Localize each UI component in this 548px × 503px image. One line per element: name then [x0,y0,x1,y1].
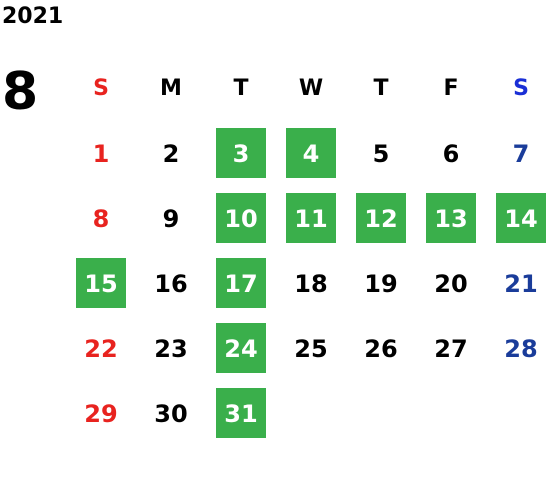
day-cell[interactable]: 13 [416,186,486,251]
weekday-label: T [373,76,389,101]
weekday-header: F [416,56,486,121]
day-number: 6 [442,139,460,168]
day-cell[interactable]: 9 [136,186,206,251]
day-number: 13 [434,204,468,233]
day-cell[interactable]: 3 [206,121,276,186]
weekday-header: W [276,56,346,121]
weekday-label: M [160,76,182,101]
weekday-label: T [233,76,249,101]
day-number: 27 [434,334,468,363]
day-number: 21 [504,269,538,298]
empty-day-cell [276,381,346,446]
day-cell[interactable]: 8 [66,186,136,251]
day-number: 30 [154,399,188,428]
day-number: 18 [294,269,328,298]
weekday-header: T [346,56,416,121]
day-number: 28 [504,334,538,363]
day-number: 17 [224,269,258,298]
day-cell[interactable]: 23 [136,316,206,381]
day-number: 9 [162,204,180,233]
day-cell[interactable]: 31 [206,381,276,446]
day-cell[interactable]: 1 [66,121,136,186]
day-cell[interactable]: 15 [66,251,136,316]
day-number: 11 [294,204,328,233]
day-number: 29 [84,399,118,428]
day-number: 24 [224,334,258,363]
day-number: 19 [364,269,398,298]
year-label: 2021 [2,4,64,29]
day-number: 14 [504,204,538,233]
empty-day-cell [416,381,486,446]
day-cell[interactable]: 11 [276,186,346,251]
day-cell[interactable]: 26 [346,316,416,381]
day-cell[interactable]: 12 [346,186,416,251]
day-cell[interactable]: 16 [136,251,206,316]
day-number: 20 [434,269,468,298]
day-number: 2 [162,139,180,168]
day-number: 1 [92,139,110,168]
day-cell[interactable]: 27 [416,316,486,381]
day-cell[interactable]: 14 [486,186,548,251]
weekday-label: F [443,76,459,101]
day-cell[interactable]: 10 [206,186,276,251]
day-cell[interactable]: 24 [206,316,276,381]
day-number: 5 [372,139,390,168]
day-cell[interactable]: 21 [486,251,548,316]
day-number: 25 [294,334,328,363]
weekday-header: M [136,56,206,121]
month-label: 8 [2,62,39,122]
day-number: 7 [512,139,530,168]
day-cell[interactable]: 4 [276,121,346,186]
day-number: 23 [154,334,188,363]
weekday-label: S [93,76,109,101]
weekday-header: T [206,56,276,121]
day-cell[interactable]: 19 [346,251,416,316]
day-cell[interactable]: 2 [136,121,206,186]
day-number: 22 [84,334,118,363]
day-cell[interactable]: 17 [206,251,276,316]
day-cell[interactable]: 28 [486,316,548,381]
day-number: 31 [224,399,258,428]
day-cell[interactable]: 18 [276,251,346,316]
day-number: 4 [302,139,320,168]
day-number: 16 [154,269,188,298]
day-number: 10 [224,204,258,233]
day-cell[interactable]: 22 [66,316,136,381]
day-cell[interactable]: 30 [136,381,206,446]
day-number: 15 [84,269,118,298]
weekday-header: S [66,56,136,121]
day-number: 12 [364,204,398,233]
weekday-label: S [513,76,529,101]
empty-day-cell [486,381,548,446]
empty-day-cell [346,381,416,446]
day-cell[interactable]: 25 [276,316,346,381]
day-cell[interactable]: 7 [486,121,548,186]
weekday-header: S [486,56,548,121]
day-cell[interactable]: 5 [346,121,416,186]
day-number: 8 [92,204,110,233]
day-cell[interactable]: 20 [416,251,486,316]
day-number: 26 [364,334,398,363]
weekday-label: W [298,76,324,101]
day-number: 3 [232,139,250,168]
day-cell[interactable]: 6 [416,121,486,186]
day-cell[interactable]: 29 [66,381,136,446]
